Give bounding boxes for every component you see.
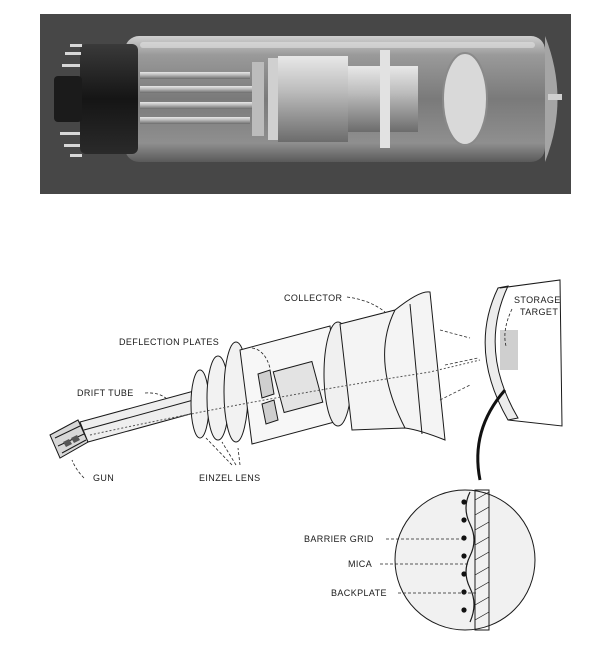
- storage-target: [484, 279, 563, 427]
- label-drift-tube: DRIFT TUBE: [77, 388, 134, 398]
- tube-base: [80, 44, 138, 154]
- cutaway-drawing: COLLECTOR STORAGE TARGET DEFLECTION PLAT…: [49, 279, 563, 631]
- base-key: [54, 76, 82, 122]
- tube-cutaway-diagram: COLLECTOR STORAGE TARGET DEFLECTION PLAT…: [0, 270, 597, 657]
- label-mica: MICA: [348, 559, 372, 569]
- einzel-lens-disks: [190, 341, 249, 443]
- label-barrier-grid: BARRIER GRID: [304, 534, 374, 544]
- label-backplate: BACKPLATE: [331, 588, 387, 598]
- deflection-section: [239, 321, 353, 445]
- deflection-cylinder: [278, 56, 348, 142]
- drift-tube-leader: [144, 392, 169, 401]
- glass-highlight: [140, 42, 535, 48]
- label-einzel-lens: EINZEL LENS: [199, 473, 261, 483]
- einzel-lens-leader: [205, 437, 241, 466]
- magnified-section: [394, 489, 536, 631]
- gun-leader: [71, 459, 85, 479]
- cylinder-flange: [380, 50, 390, 148]
- magnifier-leader: [476, 389, 507, 481]
- label-storage: STORAGE: [514, 295, 561, 305]
- label-deflection-plates: DEFLECTION PLATES: [119, 337, 219, 347]
- end-pin: [548, 94, 562, 100]
- gun-rods: [140, 72, 255, 124]
- collector-cone: [339, 291, 446, 441]
- storage-target-leader: [504, 308, 513, 347]
- tube-photograph: [40, 14, 571, 194]
- collector-leader: [346, 296, 386, 313]
- label-target: TARGET: [520, 307, 558, 317]
- electron-beam: [89, 359, 481, 436]
- label-collector: COLLECTOR: [284, 293, 343, 303]
- tube-photograph-drawing: [40, 14, 571, 194]
- target-disk: [442, 52, 488, 146]
- lens-rings: [252, 58, 278, 140]
- base-pins: [60, 44, 82, 157]
- secondary-electrons: [439, 329, 479, 401]
- deflection-plates-leader: [251, 347, 271, 369]
- label-gun: GUN: [93, 473, 114, 483]
